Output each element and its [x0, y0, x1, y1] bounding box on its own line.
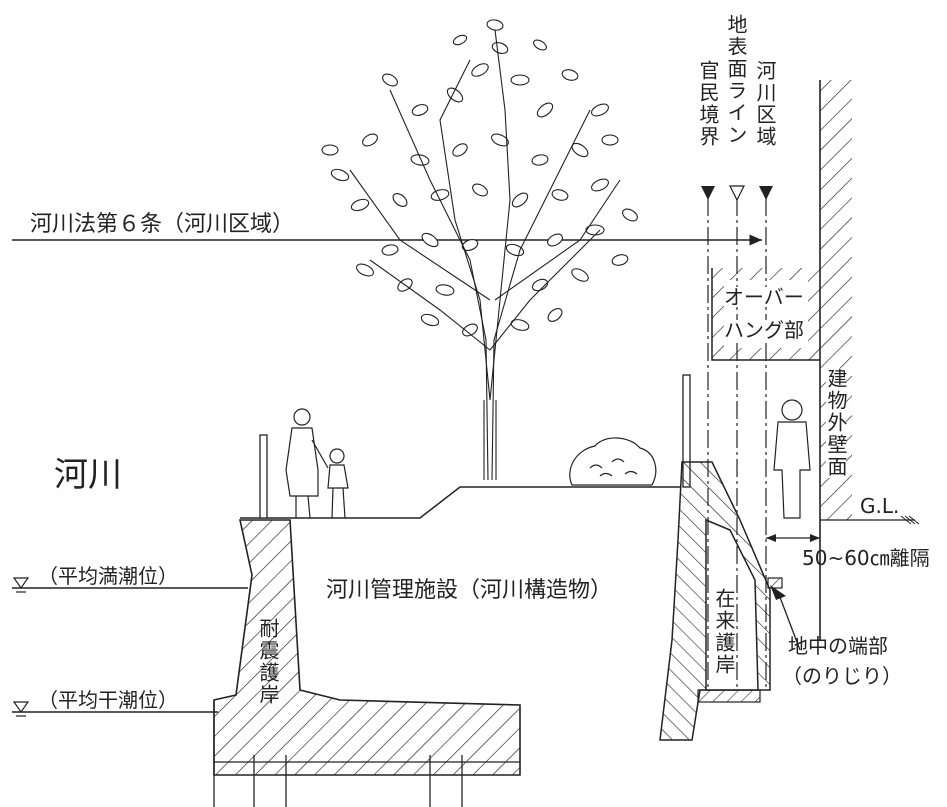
separation-label: 50~60㎝離隔 — [802, 546, 930, 570]
people-walking — [285, 408, 349, 519]
marker-river — [759, 186, 773, 200]
person-walking-right — [773, 399, 811, 519]
ground-level-label: G.L. — [860, 494, 900, 518]
river-label: 河川 — [54, 455, 122, 495]
tree — [321, 19, 638, 481]
marker-private — [701, 186, 715, 200]
overhang-label-2: ハング部 — [724, 318, 804, 342]
bush — [569, 437, 657, 486]
norijiri-label: （のりじり） — [782, 664, 902, 688]
underground-edge-label: 地中の端部 — [788, 634, 888, 658]
river-law-label: 河川法第６条（河川区域） — [30, 212, 295, 237]
boundary-public-private-label: 官民境界 — [696, 60, 720, 148]
fence-post-left — [259, 434, 268, 519]
building-wall-label: 建物外壁面 — [824, 368, 848, 478]
existing-revetment-label: 在来護岸 — [712, 588, 736, 676]
marker-surface — [729, 185, 745, 202]
quake-revetment-label: 耐震護岸 — [256, 618, 280, 706]
underground-edge-block — [767, 577, 783, 589]
overhang-label: オーバー — [724, 285, 804, 309]
river-facility-label: 河川管理施設（河川構造物） — [326, 578, 613, 603]
river-area-label: 河川区域 — [753, 60, 777, 148]
seismic-revetment — [213, 519, 521, 776]
ground-surface — [240, 486, 680, 519]
mean-high-tide-label: （平均満潮位） — [38, 564, 178, 588]
surface-line-label: 地表面ライン — [724, 14, 748, 146]
mean-low-tide-label: （平均干潮位） — [38, 688, 178, 712]
